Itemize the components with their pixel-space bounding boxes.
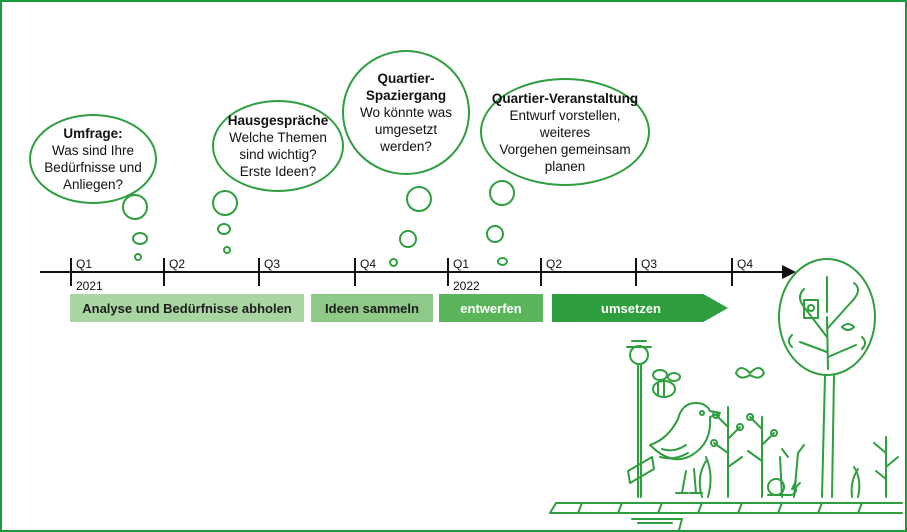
bubble-heading: Umfrage: xyxy=(63,126,123,141)
quarter-tick xyxy=(70,258,72,286)
timeline-axis xyxy=(40,271,785,273)
quarter-label: Q2 xyxy=(169,257,186,271)
year-label: 2022 xyxy=(453,279,480,293)
year-label: 2021 xyxy=(76,279,103,293)
quarter-label: Q1 xyxy=(76,257,93,271)
phase-label: Ideen sammeln xyxy=(325,300,419,316)
bird-icon xyxy=(649,402,721,494)
quarter-label: Q1 xyxy=(453,257,470,271)
quarter-tick xyxy=(354,258,356,286)
phase-label: Analyse und Bedürfnisse abholen xyxy=(82,300,292,316)
thought-dot xyxy=(399,230,417,248)
phase-label: entwerfen xyxy=(460,300,522,316)
thought-bubble-umfrage: Umfrage: Was sind Ihre Bedürfnisse und A… xyxy=(29,114,157,204)
bubble-heading: Hausgespräche xyxy=(227,113,329,128)
plants-icon xyxy=(698,406,899,498)
phase-bar-ideen: Ideen sammeln xyxy=(311,294,433,322)
thought-dot xyxy=(497,257,508,266)
thought-dot xyxy=(486,225,504,243)
bubble-heading: Quartier-Veranstaltung xyxy=(491,90,639,106)
thought-dot xyxy=(212,190,238,216)
phase-bar-analyse: Analyse und Bedürfnisse abholen xyxy=(70,294,304,322)
bubble-heading: Quartier- Spaziergang xyxy=(365,71,447,103)
bubble-text: Was sind Ihre Bedürfnisse und Anliegen? xyxy=(44,143,142,192)
quarter-tick xyxy=(540,258,542,286)
quarter-tick xyxy=(258,258,260,286)
quarter-label: Q2 xyxy=(546,257,563,271)
quarter-tick xyxy=(635,258,637,286)
thought-bubble-quartier-spaziergang: Quartier- Spaziergang Wo könnte was umge… xyxy=(342,50,470,175)
bubble-text: Welche Themen sind wichtig? Erste Ideen? xyxy=(229,130,327,179)
thought-dot xyxy=(132,232,148,245)
thought-bubble-quartier-veranstaltung: Quartier-Veranstaltung Entwurf vorstelle… xyxy=(480,78,650,186)
quarter-label: Q3 xyxy=(641,257,658,271)
quarter-label: Q4 xyxy=(737,257,754,271)
tree-icon xyxy=(778,258,876,498)
thought-dot xyxy=(489,180,515,206)
thought-dot xyxy=(122,194,148,220)
thought-dot xyxy=(217,223,231,235)
phase-bar-umsetzen: umsetzen xyxy=(552,294,728,322)
bubble-text: Entwurf vorstellen, weiteres Vorgehen ge… xyxy=(499,107,631,174)
bee-icon xyxy=(652,369,681,398)
paving-stones-icon xyxy=(549,502,903,530)
street-lamp-icon xyxy=(626,340,655,498)
bubble-text: Wo könnte was umgesetzt werden? xyxy=(359,105,453,154)
snail-icon xyxy=(767,478,801,496)
thought-dot xyxy=(389,258,398,267)
thought-dot xyxy=(134,253,142,261)
thought-dot xyxy=(406,186,432,212)
quarter-tick xyxy=(447,258,449,286)
phase-label: umsetzen xyxy=(601,300,661,316)
thought-dot xyxy=(223,246,231,254)
thought-bubble-hausgespraeche: Hausgespräche Welche Themen sind wichtig… xyxy=(212,100,344,192)
quarter-tick xyxy=(731,258,733,286)
garden-illustration-icon xyxy=(549,258,903,530)
quarter-tick xyxy=(163,258,165,286)
quarter-label: Q4 xyxy=(360,257,377,271)
quarter-label: Q3 xyxy=(264,257,281,271)
phase-bar-entwerfen: entwerfen xyxy=(439,294,543,322)
butterfly-icon xyxy=(735,367,765,379)
